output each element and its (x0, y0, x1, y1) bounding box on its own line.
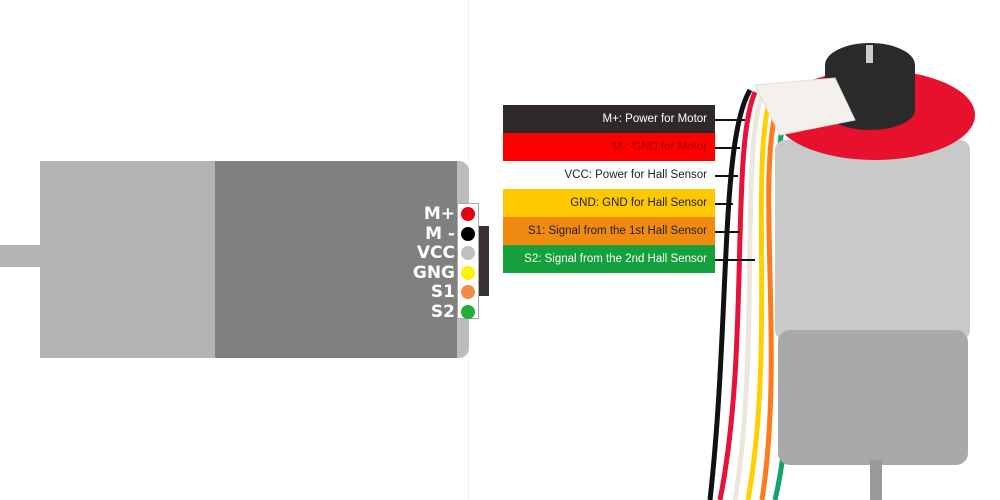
pin-label: S2 (430, 301, 455, 322)
legend-row: M+: Power for Motor (503, 105, 715, 133)
pin-dot (461, 265, 475, 280)
pin-dot (461, 246, 475, 260)
motor-body (215, 161, 457, 358)
legend-row: M-: GND for Motor (503, 133, 715, 161)
legend-text: GND: GND for Hall Sensor (570, 197, 707, 209)
legend-row: GND: GND for Hall Sensor (503, 189, 715, 217)
legend-text: M+: Power for Motor (602, 113, 708, 125)
pin-dot (461, 285, 475, 299)
leader-line (715, 259, 755, 261)
pin-dot (461, 226, 475, 241)
pin-label: GNG (412, 262, 455, 283)
gearbox-body (40, 161, 215, 358)
leader-line (715, 119, 745, 121)
pin-dot (461, 207, 475, 221)
leader-line (715, 147, 740, 149)
pin-label: M+ (423, 204, 455, 224)
legend-text: VCC: Power for Hall Sensor (564, 169, 707, 181)
connector-tab (479, 226, 489, 296)
motor-shaft (0, 245, 40, 267)
legend-row: S1: Signal from the 1st Hall Sensor (503, 217, 715, 245)
leader-line (715, 231, 740, 233)
legend-row: S2: Signal from the 2nd Hall Sensor (503, 245, 715, 273)
pin-label: M - (425, 223, 455, 244)
legend-text: S2: Signal from the 2nd Hall Sensor (524, 253, 707, 265)
leader-line (715, 203, 733, 205)
pin-label: S1 (430, 282, 455, 302)
pin-label: VCC (416, 243, 455, 263)
motor-photo (707, 43, 975, 500)
legend-row: VCC: Power for Hall Sensor (503, 161, 715, 189)
leader-line (715, 175, 738, 177)
legend-text: M-: GND for Motor (612, 141, 707, 153)
legend-text: S1: Signal from the 1st Hall Sensor (528, 225, 707, 237)
pin-dot (461, 304, 475, 319)
